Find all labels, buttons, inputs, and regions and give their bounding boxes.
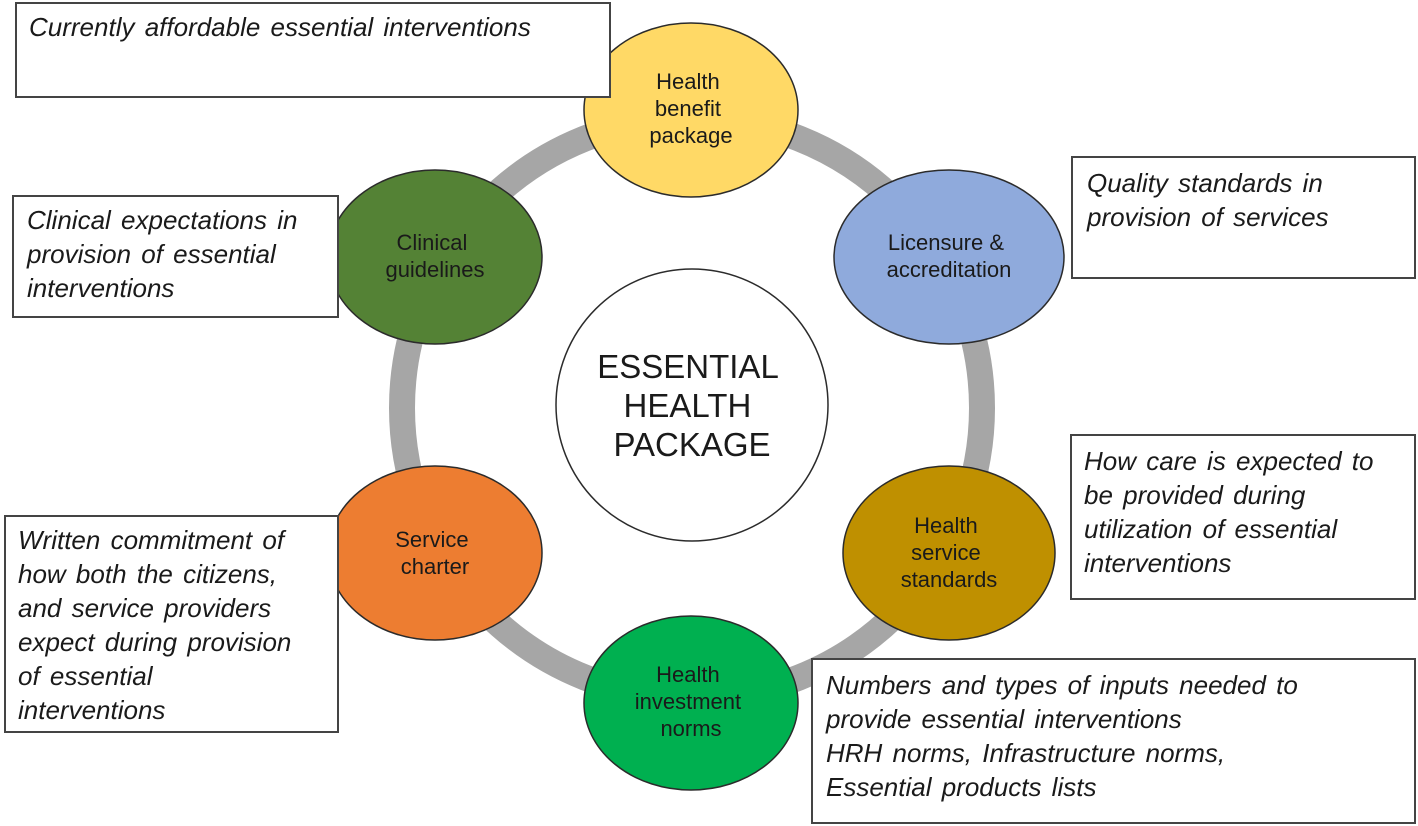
- description-line: of essential: [18, 661, 153, 691]
- node-service-charter: Service charter: [327, 465, 543, 641]
- node-label-line: Service: [395, 527, 468, 552]
- node-label-line: Health: [914, 513, 978, 538]
- node-licensure-accreditation: Licensure & accreditation: [833, 169, 1065, 345]
- description-line: How care is expected to: [1084, 446, 1374, 476]
- node-circle: [583, 615, 799, 791]
- node-circle: [583, 22, 799, 198]
- node-label-line: charter: [401, 554, 469, 579]
- description-line: Quality standards in: [1087, 168, 1323, 198]
- node-clinical-guidelines: Clinical guidelines: [327, 169, 543, 345]
- node-label-line: Licensure &: [888, 230, 1005, 255]
- center-node: ESSENTIAL HEALTH PACKAGE: [555, 268, 829, 542]
- node-health-service-standards: Health service standards: [842, 465, 1056, 641]
- node-label-line: service: [911, 540, 981, 565]
- description-line: and service providers: [18, 593, 272, 623]
- node-label-line: Clinical: [396, 230, 467, 255]
- description-line: provision of essential: [27, 239, 276, 269]
- description-line: be provided during: [1084, 480, 1306, 510]
- description-line: Currently affordable essential intervent…: [29, 12, 531, 42]
- description-health-service-standards: How care is expected to be provided duri…: [1070, 434, 1416, 600]
- description-clinical-guidelines: Clinical expectations in provision of es…: [12, 195, 339, 318]
- node-label: Health benefit package: [649, 69, 732, 148]
- center-label-line: PACKAGE: [613, 426, 770, 463]
- center-label-line: ESSENTIAL: [597, 348, 778, 385]
- node-label-line: Health: [656, 69, 720, 94]
- node-label-line: investment: [635, 689, 741, 714]
- description-line: provision of services: [1087, 202, 1329, 232]
- node-label: Service charter: [395, 527, 474, 579]
- center-circle: [555, 268, 829, 542]
- node-label: Clinical guidelines: [385, 230, 484, 282]
- node-label-line: benefit: [655, 96, 721, 121]
- node-circle: [842, 465, 1056, 641]
- description-line: Clinical expectations in: [27, 205, 298, 235]
- description-line: interventions: [18, 695, 166, 725]
- node-label: Licensure & accreditation: [887, 230, 1012, 282]
- center-label: ESSENTIAL HEALTH PACKAGE: [597, 348, 787, 463]
- node-label-line: standards: [901, 567, 998, 592]
- description-line: interventions: [1084, 548, 1232, 578]
- node-health-investment-norms: Health investment norms: [583, 615, 799, 791]
- description-line: HRH norms, Infrastructure norms,: [826, 738, 1226, 768]
- description-health-investment-norms: Numbers and types of inputs needed to pr…: [811, 658, 1416, 824]
- description-line: how both the citizens,: [18, 559, 278, 589]
- description-health-benefit-package: Currently affordable essential intervent…: [15, 2, 611, 98]
- description-line: Essential products lists: [826, 772, 1097, 802]
- description-line: expect during provision: [18, 627, 292, 657]
- description-service-charter: Written commitment of how both the citiz…: [4, 515, 339, 733]
- node-label: Health investment norms: [635, 662, 748, 741]
- description-line: interventions: [27, 273, 175, 303]
- description-line: Numbers and types of inputs needed to: [826, 670, 1298, 700]
- node-label-line: accreditation: [887, 257, 1012, 282]
- node-label-line: Health: [656, 662, 720, 687]
- node-label-line: guidelines: [385, 257, 484, 282]
- description-line: utilization of essential: [1084, 514, 1338, 544]
- center-label-line: HEALTH: [624, 387, 752, 424]
- node-circle: [833, 169, 1065, 345]
- node-label: Health service standards: [901, 513, 998, 592]
- node-circle: [327, 465, 543, 641]
- node-label-line: package: [649, 123, 732, 148]
- node-health-benefit-package: Health benefit package: [583, 22, 799, 198]
- description-line: Written commitment of: [18, 525, 285, 555]
- description-line: provide essential interventions: [826, 704, 1182, 734]
- description-licensure-accreditation: Quality standards in provision of servic…: [1071, 156, 1416, 279]
- node-label-line: norms: [660, 716, 721, 741]
